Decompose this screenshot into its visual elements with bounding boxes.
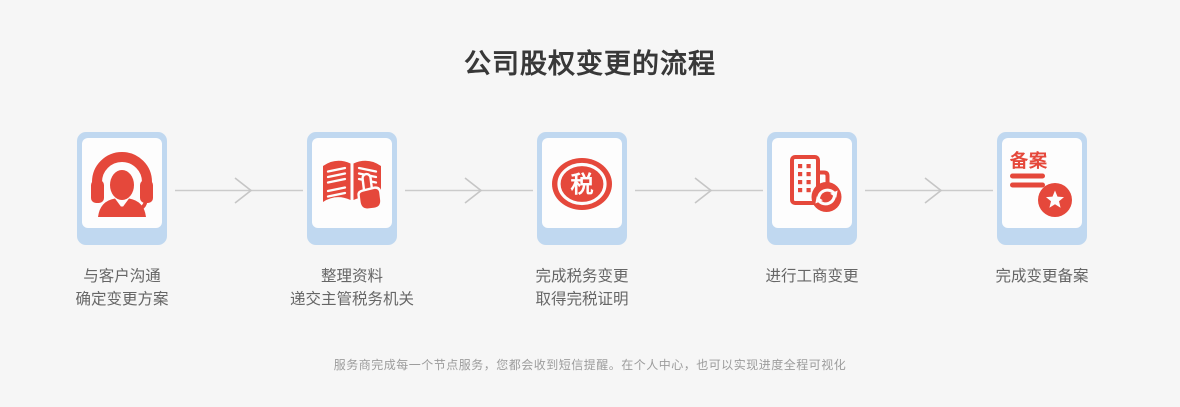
flow-step-4: 进行工商变更 (697, 132, 927, 288)
building-refresh-icon (790, 155, 842, 212)
star-glyph (1046, 190, 1064, 208)
step-card: 备案 (997, 132, 1087, 245)
open-book-pointing-hand-icon (323, 160, 383, 211)
step-card: 税 (537, 132, 627, 245)
step-icon-panel (312, 138, 392, 228)
filing-stamp-icon: 备案 (1009, 150, 1072, 217)
step-label: 整理资料 递交主管税务机关 (289, 268, 414, 308)
flow-step-3: 税 完成税务变更 取得完税证明 (467, 132, 697, 311)
step-card (77, 132, 167, 245)
tax-seal-icon: 税 (552, 158, 612, 210)
step-icon-panel: 税 (542, 138, 622, 228)
flow-step-2: 整理资料 递交主管税务机关 (237, 132, 467, 311)
flow-arrow-icon (865, 177, 993, 204)
step-icon-panel (772, 138, 852, 228)
footer-note: 服务商完成每一个节点服务，您都会收到短信提醒。在个人中心，也可以实现进度全程可视… (333, 358, 847, 372)
filing-stamp-text: 备案 (1009, 150, 1048, 171)
step-label: 进行工商变更 (765, 268, 859, 285)
step-label: 完成税务变更 取得完税证明 (535, 268, 629, 308)
tax-seal-character: 税 (571, 171, 594, 197)
flow-step-1: 与客户沟通 确定变更方案 (7, 132, 237, 311)
customer-service-icon (91, 152, 153, 217)
step-label: 与客户沟通 确定变更方案 (75, 268, 169, 308)
step-card (307, 132, 397, 245)
flow-step-5: 备案 完成变更备案 (927, 132, 1157, 288)
flow-arrow-icon (405, 177, 533, 204)
step-card (767, 132, 857, 245)
flow-arrow-icon (635, 177, 763, 204)
page-title: 公司股权变更的流程 (464, 49, 716, 79)
step-label: 完成变更备案 (995, 268, 1089, 285)
step-icon-panel (82, 138, 162, 228)
step-icon-panel: 备案 (1002, 138, 1082, 228)
flow-arrow-icon (175, 177, 303, 204)
